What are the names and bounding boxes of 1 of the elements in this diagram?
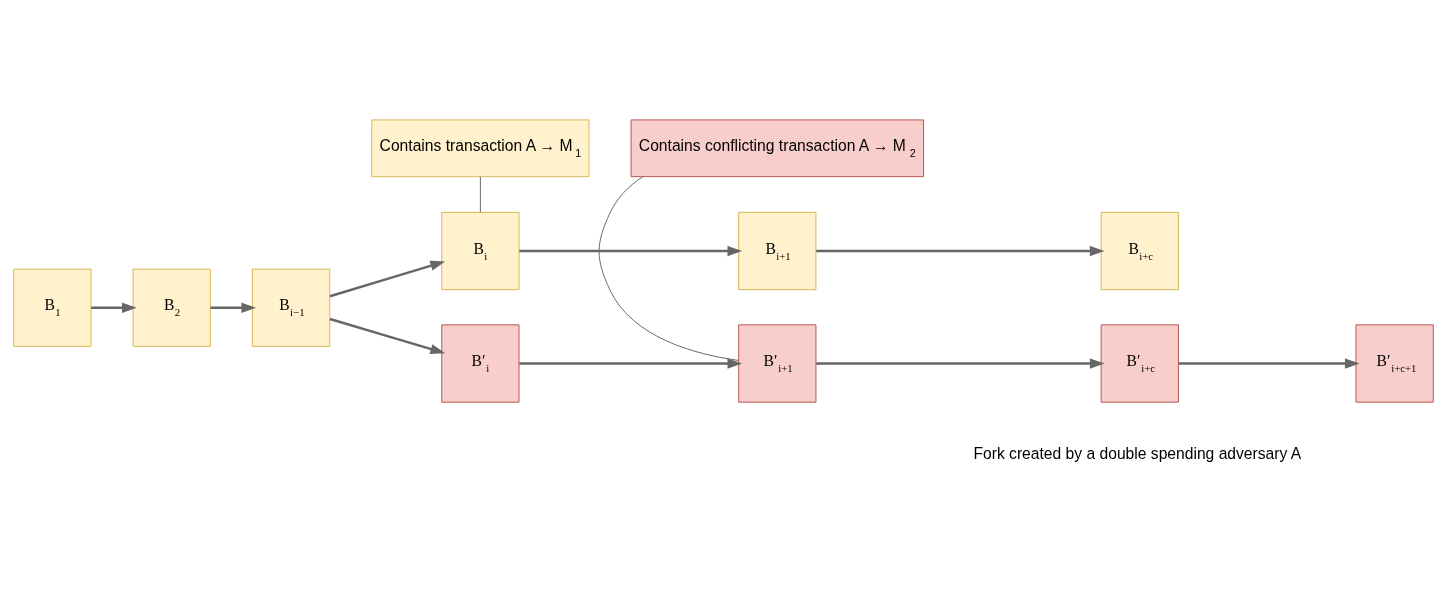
label: Fork created by a double spending adversary A xyxy=(973,444,1302,462)
